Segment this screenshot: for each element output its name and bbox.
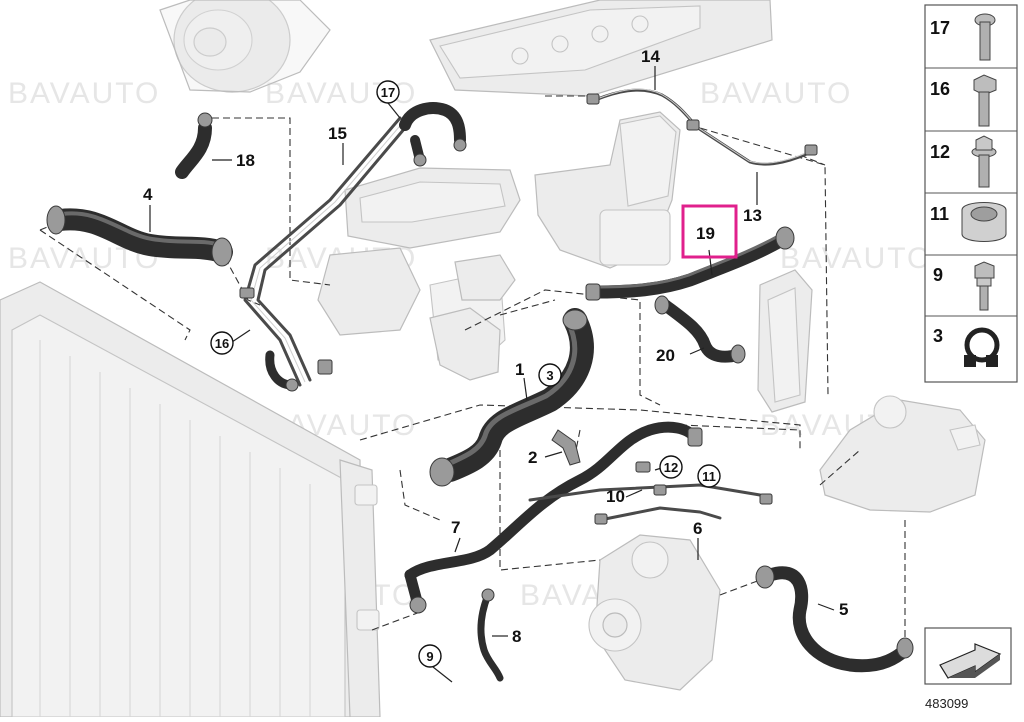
watermark-text: BAVAUTO bbox=[700, 77, 852, 110]
clamp-icon bbox=[961, 202, 1007, 242]
legend-row-11: 11 bbox=[930, 202, 1007, 242]
legend-row-3: 3 bbox=[933, 326, 1000, 367]
radiator-illustration bbox=[0, 281, 381, 718]
circled-label-17: 17 bbox=[381, 85, 395, 100]
circled-label-3: 3 bbox=[546, 368, 553, 383]
legend-label-17: 17 bbox=[930, 18, 950, 38]
legend-label-16: 16 bbox=[930, 79, 950, 99]
watermark-text: BAVAUTO bbox=[8, 77, 160, 110]
arrow-icon bbox=[939, 643, 1002, 679]
callout-1: 1 bbox=[515, 360, 524, 379]
hose-17-section bbox=[399, 102, 467, 167]
legend-row-16: 16 bbox=[930, 74, 997, 127]
circled-callout-17: 17 bbox=[376, 80, 400, 104]
hose-16-end bbox=[265, 350, 299, 392]
circled-callout-16: 16 bbox=[210, 331, 234, 355]
expansion-tank-illustration bbox=[819, 395, 986, 513]
circled-label-9: 9 bbox=[426, 649, 433, 664]
hose-clip-icon bbox=[964, 327, 1000, 367]
callout-19: 19 bbox=[696, 224, 715, 243]
fastener-legend: 17 16 12 11 bbox=[924, 4, 1018, 383]
hose-19 bbox=[585, 226, 795, 301]
legend-label-12: 12 bbox=[930, 142, 950, 162]
collar-bolt-icon bbox=[974, 261, 995, 311]
circled-callout-9: 9 bbox=[418, 644, 442, 668]
legend-row-9: 9 bbox=[933, 261, 995, 311]
torx-bolt-icon bbox=[974, 13, 996, 61]
legend-label-9: 9 bbox=[933, 265, 943, 285]
hose-20 bbox=[654, 295, 746, 364]
bracket-10-12 bbox=[635, 461, 667, 496]
callout-5: 5 bbox=[839, 600, 848, 619]
circled-label-16: 16 bbox=[215, 336, 229, 351]
pipe-6 bbox=[528, 483, 773, 525]
callout-7: 7 bbox=[451, 518, 460, 537]
circled-label-12: 12 bbox=[664, 460, 678, 475]
water-pump-illustration bbox=[588, 534, 721, 691]
callout-20: 20 bbox=[656, 346, 675, 365]
callout-6: 6 bbox=[693, 519, 702, 538]
hose-1 bbox=[429, 308, 594, 487]
callout-10: 10 bbox=[606, 487, 625, 506]
hose-7 bbox=[404, 421, 703, 614]
legend-label-3: 3 bbox=[933, 326, 943, 346]
legend-row-17: 17 bbox=[930, 13, 996, 61]
callout-14: 14 bbox=[641, 47, 660, 66]
thermostat-illustration bbox=[429, 254, 516, 381]
heat-exchanger-illustration bbox=[757, 269, 813, 413]
turbocharger-illustration bbox=[159, 0, 331, 93]
hex-bolt-icon bbox=[973, 74, 997, 127]
cylinder-head-illustration bbox=[429, 0, 773, 97]
pipe-15 bbox=[239, 116, 412, 387]
hose-18 bbox=[175, 112, 213, 179]
callout-8: 8 bbox=[512, 627, 521, 646]
part-callouts: 18 4 15 14 13 19 20 1 2 10 6 7 8 5 bbox=[143, 47, 848, 646]
circled-callout-12: 12 bbox=[659, 455, 683, 479]
hose-5 bbox=[755, 565, 914, 673]
legend-label-11: 11 bbox=[930, 204, 949, 224]
flange-bolt-icon bbox=[971, 135, 997, 188]
circled-callout-3: 3 bbox=[538, 363, 562, 387]
engine-context bbox=[159, 0, 986, 691]
circled-callouts: 17 16 3 12 11 9 bbox=[210, 80, 721, 668]
pipe-14-13 bbox=[586, 88, 818, 166]
callout-13: 13 bbox=[743, 206, 762, 225]
diagram-number: 483099 bbox=[925, 696, 968, 711]
callout-2: 2 bbox=[528, 448, 537, 467]
callout-15: 15 bbox=[328, 124, 347, 143]
hoses bbox=[46, 88, 914, 682]
watermark-text: BAVAUTO bbox=[780, 242, 932, 275]
hose-4 bbox=[46, 205, 233, 267]
circled-callout-11: 11 bbox=[697, 464, 721, 488]
oil-filter-housing-illustration bbox=[534, 111, 681, 269]
callout-4: 4 bbox=[143, 185, 153, 204]
orientation-arrow-box bbox=[924, 627, 1012, 685]
circled-label-11: 11 bbox=[702, 469, 716, 484]
clip-2 bbox=[551, 429, 581, 466]
callout-18: 18 bbox=[236, 151, 255, 170]
highlight-box-19 bbox=[681, 204, 738, 259]
pipe-8 bbox=[477, 588, 504, 682]
legend-row-12: 12 bbox=[930, 135, 997, 188]
